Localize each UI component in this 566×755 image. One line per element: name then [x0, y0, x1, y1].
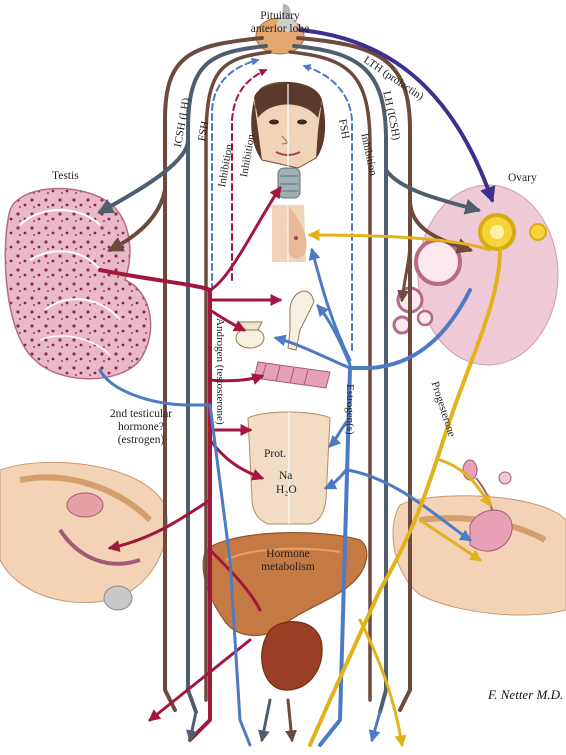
female-pelvis-illustration	[392, 459, 566, 616]
hormone-metabolism-line2: metabolism	[261, 561, 315, 573]
testis-section	[4, 187, 152, 380]
larynx-illustration	[277, 167, 301, 199]
netter-signature: F. Netter M.D.	[488, 687, 564, 702]
hormone-pathways	[97, 28, 502, 748]
kidney-illustration	[261, 621, 323, 691]
testis-label: Testis	[52, 170, 79, 182]
torso-illustration	[247, 411, 331, 525]
femur-illustration	[287, 290, 315, 351]
estrogens-label: Estrogen(s)	[344, 384, 356, 435]
second-hormone-line2: hormone?	[118, 421, 164, 433]
inhibition-pathway-red	[231, 68, 268, 281]
hormone-metabolism-line1: Hormone	[266, 548, 310, 560]
prot-label: Prot.	[264, 448, 287, 460]
second-hormone-line1: 2nd testicular	[109, 408, 173, 420]
vertebra-illustration	[235, 321, 265, 349]
fsh-pathway-left	[186, 44, 268, 714]
h2o-label: H₂O	[276, 484, 297, 496]
inhibition-pathway-blue	[211, 57, 260, 291]
na-label: Na	[279, 470, 293, 482]
second-testicular-hormone-label: 2nd testicular hormone? (estrogen)	[86, 408, 196, 447]
face-illustration	[251, 81, 326, 169]
lh-icsh-pathway-right	[296, 36, 474, 254]
liver-illustration	[202, 531, 368, 637]
ovary-section	[392, 184, 559, 366]
progesterone-pathway	[308, 248, 502, 747]
ovary-label: Ovary	[508, 172, 537, 184]
second-hormone-line3: (estrogen)	[117, 434, 165, 446]
pituitary-gland	[255, 4, 305, 55]
inhibition-pathway-right	[302, 64, 353, 351]
muscle-fiber-illustration	[253, 361, 331, 389]
breast-illustration	[272, 205, 307, 262]
second-testicular-hormone-pathway	[98, 368, 212, 407]
pituitary-label: Pituitary anterior lobe	[238, 10, 322, 36]
hormone-metabolism-label: Hormone metabolism	[240, 548, 336, 574]
pituitary-label-line2: anterior lobe	[250, 23, 310, 35]
icsh-lh-pathway-left	[163, 36, 264, 712]
pituitary-label-line1: Pituitary	[260, 10, 300, 22]
lth-pathway	[298, 28, 496, 204]
fsh-pathway-right	[292, 44, 388, 714]
androgen-label: Androgen (testosterone)	[214, 318, 226, 425]
estrogen-pathway	[318, 288, 472, 747]
male-pelvis-illustration	[0, 461, 168, 611]
